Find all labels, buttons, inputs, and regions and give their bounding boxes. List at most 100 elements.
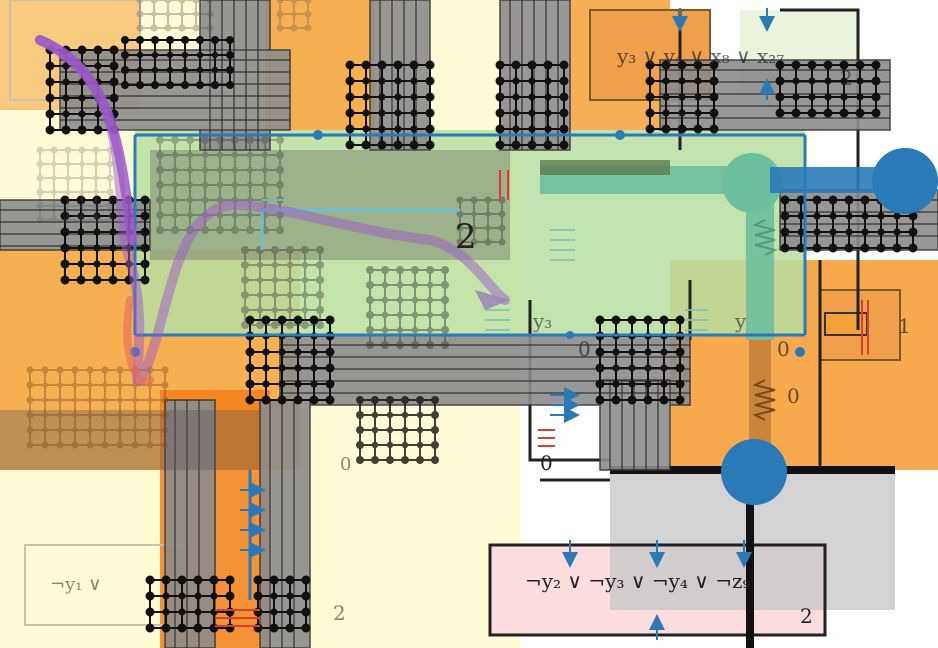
junction-dot xyxy=(425,140,435,150)
junction-dot xyxy=(206,24,214,32)
junction-dot xyxy=(72,397,78,403)
junction-dot xyxy=(165,11,171,17)
junction-dot xyxy=(261,315,271,325)
junction-dot xyxy=(140,259,150,269)
junction-dot xyxy=(77,45,87,55)
junction-dot xyxy=(356,441,364,449)
curved-arrow-purple-bright xyxy=(35,35,137,245)
junction-dot xyxy=(241,291,249,299)
junction-dot xyxy=(411,266,419,274)
junction-dot xyxy=(161,575,171,585)
junction-dot xyxy=(286,608,294,616)
junction-dot xyxy=(72,412,78,418)
junction-dot xyxy=(196,36,204,44)
junction-dot xyxy=(256,261,264,269)
junction-dot xyxy=(26,366,34,374)
junction-dot xyxy=(286,321,294,329)
clause-top-label: y₃ ∨ y₄ ∨ x₈ ∨ x₂₇ xyxy=(616,44,784,68)
junction-dot xyxy=(225,607,235,617)
junction-dot xyxy=(660,348,668,356)
junction-dot xyxy=(245,363,255,373)
junction-dot xyxy=(106,160,114,168)
junction-dot xyxy=(527,140,537,150)
junction-dot xyxy=(177,575,187,585)
junction-dot xyxy=(216,166,224,174)
green-region xyxy=(135,130,805,335)
wire-outline xyxy=(488,543,827,637)
junction-dot xyxy=(416,426,424,434)
junction-dot xyxy=(121,51,129,59)
junction-dot xyxy=(310,380,318,388)
junction-dot xyxy=(132,427,138,433)
junction-dot xyxy=(269,575,279,585)
junction-dot xyxy=(377,60,387,70)
junction-dot xyxy=(301,276,309,284)
junction-dot xyxy=(559,108,569,118)
junction-dot xyxy=(78,146,86,154)
junction-dot xyxy=(839,60,849,70)
junction-dot xyxy=(161,381,169,389)
junction-dot xyxy=(93,228,101,236)
junction-dot xyxy=(216,136,224,144)
junction-dot xyxy=(270,592,278,600)
junction-dot xyxy=(394,93,402,101)
teal-node xyxy=(722,153,782,213)
junction-dot xyxy=(401,426,409,434)
junction-dot xyxy=(109,244,117,252)
gadget-inner-box xyxy=(824,312,868,336)
junction-dot xyxy=(381,296,389,304)
junction-grid xyxy=(276,0,312,32)
junction-dot xyxy=(661,124,671,134)
junction-dot xyxy=(286,276,294,284)
junction-dot xyxy=(56,366,64,374)
junction-dot xyxy=(178,608,186,616)
junction-dot xyxy=(876,243,886,253)
junction-dot xyxy=(401,396,409,404)
junction-dot xyxy=(140,211,150,221)
junction-dot xyxy=(290,24,298,32)
junction-dot xyxy=(844,243,854,253)
junction-dot xyxy=(211,66,219,74)
junction-dot xyxy=(246,181,254,189)
junction-dot xyxy=(171,226,179,234)
arrow-markers xyxy=(240,8,775,640)
junction-dot xyxy=(441,296,449,304)
junction-dot xyxy=(301,246,309,254)
junction-dot xyxy=(361,140,371,150)
teal-connectors xyxy=(540,148,938,505)
junction-dot xyxy=(425,124,435,134)
junction-dot xyxy=(316,276,324,284)
faded-weight-bottom: 2 xyxy=(333,601,346,625)
junction-dot xyxy=(78,110,86,118)
junction-dot xyxy=(278,348,286,356)
junction-dot xyxy=(60,227,70,237)
junction-dot xyxy=(87,397,93,403)
junction-dot xyxy=(201,226,209,234)
junction-dot xyxy=(276,24,284,32)
junction-dot xyxy=(151,51,159,59)
junction-dot xyxy=(693,60,703,70)
junction-dot xyxy=(181,81,189,89)
junction-grid xyxy=(456,196,506,246)
junction-dot xyxy=(396,311,404,319)
junction-dot xyxy=(87,382,93,388)
junction-dot xyxy=(426,341,434,349)
junction-dot xyxy=(371,411,379,419)
junction-dot xyxy=(201,151,209,159)
junction-dot xyxy=(140,275,150,285)
junction-dot xyxy=(677,124,687,134)
junction-dot xyxy=(840,77,848,85)
junction-dot xyxy=(241,306,249,314)
junction-dot xyxy=(116,441,124,449)
junction-dot xyxy=(57,412,63,418)
junction-grid xyxy=(356,396,439,464)
junction-dot xyxy=(410,125,418,133)
junction-dot xyxy=(271,306,279,314)
junction-dot xyxy=(210,592,218,600)
junction-dot xyxy=(791,108,801,118)
junction-dot xyxy=(325,395,335,405)
junction-dot xyxy=(161,366,169,374)
junction-dot xyxy=(845,228,853,236)
junction-dot xyxy=(179,11,185,17)
